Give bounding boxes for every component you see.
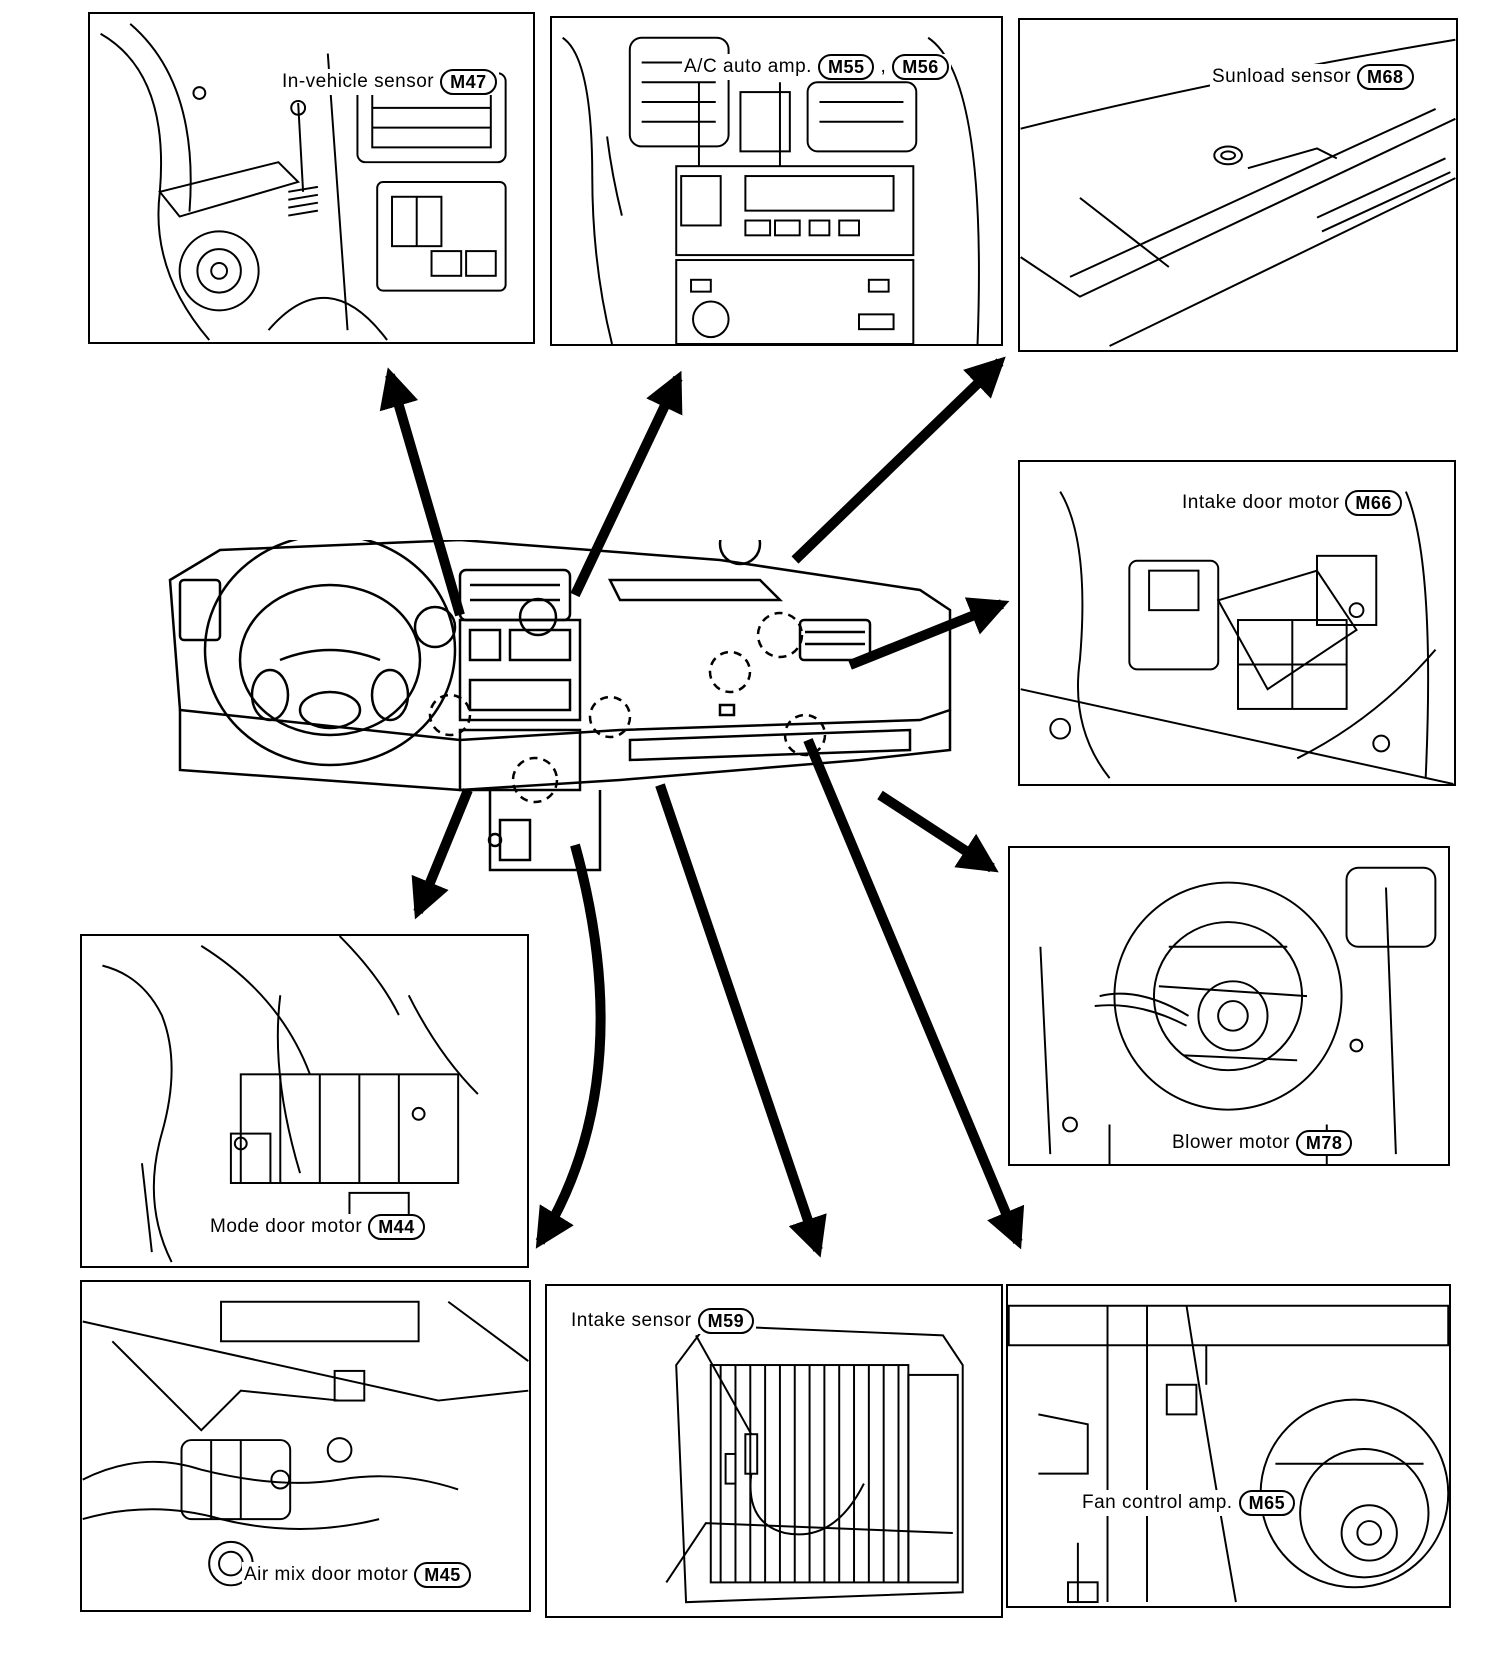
in-vehicle-sensor-name: In-vehicle sensor — [282, 71, 435, 92]
panel-blower-motor: Blower motor M78 — [1008, 846, 1450, 1166]
fan-control-amp-illustration — [1008, 1304, 1449, 1604]
connector-badge-m65: M65 — [1238, 1490, 1296, 1516]
in-vehicle-sensor-label: In-vehicle sensor M47 — [280, 69, 499, 95]
sunload-sensor-label: Sunload sensor M68 — [1210, 64, 1416, 90]
marker-fan-control-amp — [588, 695, 632, 739]
intake-sensor-name: Intake sensor — [571, 1310, 692, 1331]
intake-door-motor-label: Intake door motor M66 — [1180, 490, 1404, 516]
blower-motor-illustration — [1039, 866, 1437, 1164]
fan-control-amp-label: Fan control amp. M65 — [1080, 1490, 1298, 1516]
marker-intake-sensor — [708, 650, 752, 694]
panel-intake-door-motor: Intake door motor M66 — [1018, 460, 1456, 786]
sunload-sensor-name: Sunload sensor — [1212, 66, 1352, 87]
in-vehicle-sensor-illustration — [100, 23, 507, 341]
marker-ac-auto-amp — [518, 597, 558, 637]
marker-mode-door-motor — [428, 693, 472, 737]
air-mix-door-motor-name: Air mix door motor — [244, 1564, 409, 1585]
marker-sunload-sensor — [718, 540, 762, 566]
dashboard-illustration — [168, 540, 952, 872]
arrow-air-mix-door-motor — [535, 843, 606, 1249]
panel-fan-control-amp: Fan control amp. M65 — [1006, 1284, 1451, 1608]
mode-door-motor-name: Mode door motor — [210, 1216, 363, 1237]
intake-sensor-label: Intake sensor M59 — [569, 1308, 757, 1334]
panel-air-mix-door-motor: Air mix door motor M45 — [80, 1280, 531, 1612]
connector-badge-m59: M59 — [697, 1308, 755, 1334]
fan-control-amp-name: Fan control amp. — [1082, 1492, 1233, 1513]
air-mix-door-motor-illustration — [82, 1300, 529, 1587]
connector-separator: , — [880, 56, 887, 77]
ac-auto-amp-name: A/C auto amp. — [684, 56, 812, 77]
connector-badge-m47: M47 — [440, 69, 497, 95]
sunload-sensor-illustration — [1020, 38, 1456, 347]
panel-mode-door-motor: Mode door motor M44 — [80, 934, 529, 1268]
connector-badge-m68: M68 — [1357, 64, 1414, 90]
marker-in-vehicle-sensor — [413, 605, 457, 649]
blower-motor-name: Blower motor — [1172, 1132, 1290, 1153]
connector-badge-m44: M44 — [368, 1214, 425, 1240]
panel-ac-auto-amp: A/C auto amp. M55 , M56 — [550, 16, 1003, 346]
marker-intake-door-motor — [756, 611, 804, 659]
panel-sunload-sensor: Sunload sensor M68 — [1018, 18, 1458, 352]
steering-wheel — [203, 540, 457, 767]
panel-in-vehicle-sensor: In-vehicle sensor M47 — [88, 12, 535, 344]
connector-badge-m78: M78 — [1295, 1130, 1353, 1156]
ac-auto-amp-label: A/C auto amp. M55 , M56 — [682, 54, 951, 80]
marker-air-mix-door-motor — [511, 756, 559, 804]
arrow-sunload-sensor — [791, 356, 1006, 564]
blower-motor-label: Blower motor M78 — [1170, 1130, 1355, 1156]
connector-badge-m66: M66 — [1345, 490, 1402, 516]
panel-intake-sensor: Intake sensor M59 — [545, 1284, 1003, 1618]
connector-badge-m56: M56 — [892, 54, 949, 80]
intake-door-motor-illustration — [1020, 491, 1454, 784]
mode-door-motor-label: Mode door motor M44 — [208, 1214, 427, 1240]
connector-badge-m55: M55 — [817, 54, 875, 80]
ac-auto-amp-illustration — [562, 36, 980, 344]
intake-door-motor-name: Intake door motor — [1182, 492, 1340, 513]
intake-sensor-illustration — [665, 1324, 964, 1604]
air-mix-door-motor-label: Air mix door motor M45 — [242, 1562, 473, 1588]
connector-badge-m45: M45 — [414, 1562, 471, 1588]
